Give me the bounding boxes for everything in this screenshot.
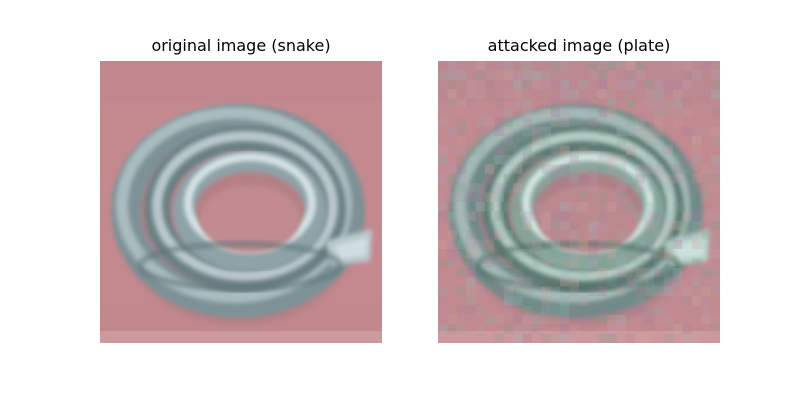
- original-image-title: original image (snake): [151, 36, 331, 55]
- attacked-image-svg: [438, 61, 720, 343]
- attacked-image-title: attacked image (plate): [487, 36, 671, 55]
- snake-image-svg: [100, 61, 382, 343]
- attacked-snake-image: [438, 61, 720, 343]
- original-snake-image: [100, 61, 382, 343]
- adversarial-noise-layer: [438, 61, 720, 343]
